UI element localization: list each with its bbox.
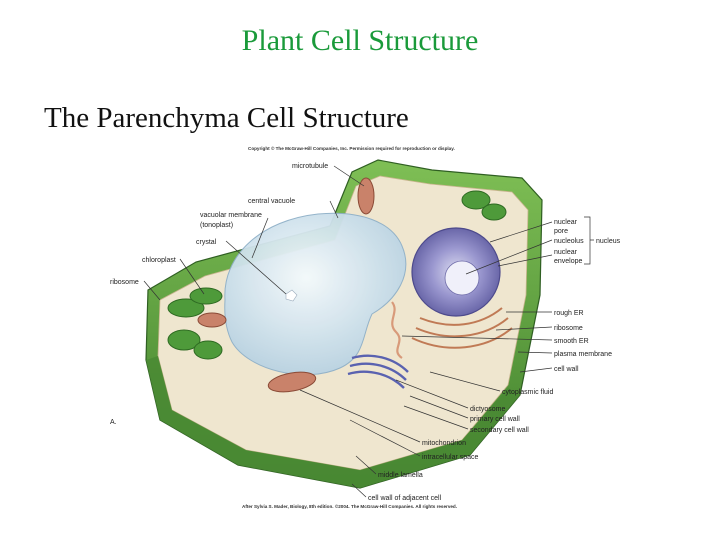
label-central-vacuole: central vacuole [248,198,295,205]
panel-letter: A. [110,419,117,426]
label-microtubule: microtubule [292,163,328,170]
nucleolus [444,260,480,296]
label-primary-cell-wall: primary cell wall [470,416,520,423]
label-smooth-er: smooth ER [554,338,589,345]
slide-subtitle: The Parenchyma Cell Structure [44,102,409,134]
label-intracellular-space: intracellular space [422,454,479,461]
mitochondrion [267,371,317,393]
label-nuclear-envelope-2: envelope [554,258,583,265]
label-ribosome-left: ribosome [110,279,139,286]
label-mitochondrion: mitochondrion [422,440,466,447]
label-ribosome-right: ribosome [554,325,583,332]
label-tonoplast: (tonoplast) [200,222,233,229]
chloroplasts [167,190,507,360]
cell-wall-front [146,356,520,488]
page-title: Plant Cell Structure [241,24,479,57]
label-cell-wall: cell wall [554,366,579,373]
mitochondrion-upper [357,177,375,215]
label-nucleolus: nucleolus [554,238,584,245]
label-vacuolar-membrane: vacuolar membrane [200,212,262,219]
rough-er [411,307,513,349]
leader-lines [143,165,553,498]
crystal [285,289,298,302]
label-cell-wall-adjacent: cell wall of adjacent cell [368,495,442,502]
label-middle-lamella: middle lamella [378,472,423,479]
nucleus-bracket [584,216,594,265]
credit-text: After Sylvia S. Mader, Biology, 8th edit… [242,503,457,509]
label-chloroplast: chloroplast [142,257,176,264]
label-nuclear-pore-1: nuclear [554,219,578,226]
label-nucleus: nucleus [596,238,621,245]
label-nuclear-envelope-1: nuclear [554,249,578,256]
label-cytoplasmic-fluid: cytoplasmic fluid [502,389,553,396]
label-nuclear-pore-2: pore [554,228,568,235]
dictyosome [347,354,409,389]
label-rough-er: rough ER [554,310,584,317]
label-crystal: crystal [196,239,217,246]
copyright-text: Copyright © The McGraw-Hill Companies, I… [248,145,455,151]
mitochondrion-left [197,312,227,328]
label-plasma-membrane: plasma membrane [554,351,612,358]
label-secondary-cell-wall: secondary cell wall [470,427,529,434]
label-dictyosome: dictyosome [470,406,506,413]
central-vacuole [224,212,407,376]
smooth-er [391,301,403,359]
